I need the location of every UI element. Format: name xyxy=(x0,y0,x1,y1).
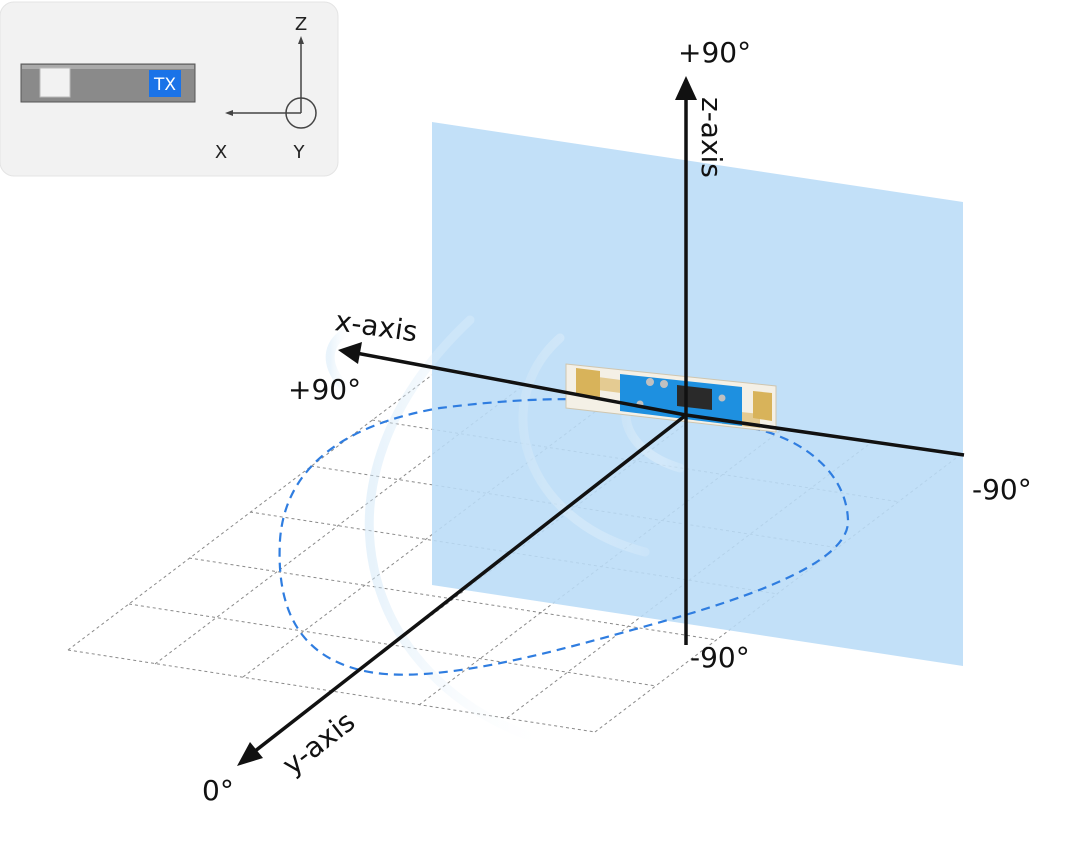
component-dot xyxy=(646,378,654,386)
x-axis-left-label: +90° xyxy=(288,373,361,406)
sensor-board xyxy=(565,363,777,433)
component-dot xyxy=(718,394,726,402)
tx-label: TX xyxy=(153,75,176,95)
y-axis-end-label: 0° xyxy=(202,774,234,807)
wave-arc-outer xyxy=(364,315,545,745)
inset-z-arrow xyxy=(298,36,304,44)
inset-x-arrow xyxy=(225,110,233,116)
inset-y-label: Y xyxy=(293,142,306,163)
radiation-pattern-curve xyxy=(278,398,850,676)
x-axis-line-right xyxy=(685,413,965,457)
sensor-window xyxy=(39,67,71,98)
x-axis-line-left xyxy=(355,351,687,417)
antenna-pad-right xyxy=(753,391,772,421)
grid-line xyxy=(154,387,521,665)
wave-arcs xyxy=(325,315,685,745)
x-axis-right-label: -90° xyxy=(972,473,1032,506)
tx-badge xyxy=(149,70,181,97)
wave-arc-middle xyxy=(518,333,650,557)
y-axis-line xyxy=(248,413,688,757)
board-chip xyxy=(677,385,712,410)
sensor-bar-highlight xyxy=(22,65,194,69)
component-dot xyxy=(660,380,668,388)
x-axis-name: x-axis xyxy=(333,304,420,348)
wave-arc-tail xyxy=(325,325,355,393)
axes xyxy=(248,95,965,757)
z-axis-name: z-axis xyxy=(695,97,728,178)
z-axis-arrowhead xyxy=(675,76,697,100)
z-axis-bottom-label: -90° xyxy=(690,641,750,674)
inset-z-label: Z xyxy=(295,14,307,35)
grid-line xyxy=(188,557,718,641)
inset-x-label: X xyxy=(215,142,227,163)
inset-y-circle xyxy=(285,97,317,129)
x-axis-arrowhead xyxy=(338,342,362,364)
y-axis-name: y-axis xyxy=(276,705,361,782)
antenna-pad-left xyxy=(576,368,600,397)
y-axis-arrowhead xyxy=(237,742,263,766)
orientation-inset: TX Z X Y xyxy=(0,1,339,177)
z-axis-top-label: +90° xyxy=(678,36,751,69)
